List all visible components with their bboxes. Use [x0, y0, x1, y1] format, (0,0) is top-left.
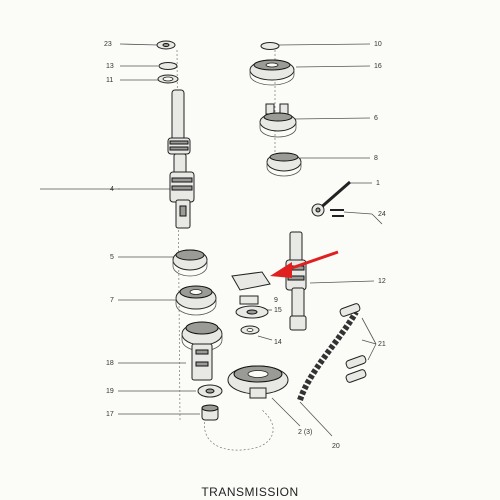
leader-24: [343, 211, 373, 215]
part-9-block: [239, 295, 259, 305]
part-8-gear: [266, 152, 302, 177]
part-4-main-shaft: [167, 89, 195, 229]
part-6-clutch-gear: [259, 103, 297, 138]
leader-23: [119, 43, 159, 46]
part-1-shift-fork: [311, 180, 351, 217]
part-15-hole: [246, 309, 258, 315]
label-11: 11: [106, 77, 113, 84]
part-24-pins: [330, 209, 383, 225]
label-8: 8: [374, 155, 378, 162]
part-7-gear: [175, 285, 217, 316]
label-1: 1: [376, 180, 380, 187]
leader-12: [309, 280, 375, 284]
part-13-washer: [158, 62, 178, 70]
label-19: 19: [106, 388, 114, 395]
leader-16: [295, 65, 371, 68]
part-20-chain: [297, 310, 359, 402]
part-9-plate: [231, 271, 271, 291]
leader-14: [257, 335, 273, 341]
label-18: 18: [106, 360, 114, 367]
label-20: 20: [332, 443, 340, 450]
label-14: 14: [274, 339, 282, 346]
label-10: 10: [374, 41, 382, 48]
part-21-chain-links: [339, 303, 377, 383]
part-17-top: [201, 404, 219, 412]
label-17: 17: [106, 411, 114, 418]
label-13: 13: [106, 63, 114, 70]
part-12-counter-shaft: [285, 231, 307, 331]
part-11-hole: [162, 76, 174, 82]
part-14-hole: [246, 328, 254, 332]
part-2-sprocket: [227, 365, 289, 399]
label-16: 16: [374, 63, 382, 70]
red-pointer-arrow: [270, 250, 339, 278]
part-16-gear: [249, 59, 295, 86]
diagram-title: TRANSMISSION: [201, 485, 298, 499]
label-7: 7: [110, 297, 114, 304]
part-18-gear-hub: [181, 321, 223, 381]
label-2: 2 (3): [298, 429, 312, 436]
part-5-gear: [172, 249, 208, 277]
label-21: 21: [378, 341, 386, 348]
label-5: 5: [110, 254, 114, 261]
label-9: 9: [274, 297, 278, 304]
label-23: 23: [104, 41, 112, 48]
part-19-hole: [205, 388, 215, 394]
label-6: 6: [374, 115, 378, 122]
label-15: 15: [274, 307, 282, 314]
leader-2: [271, 397, 301, 427]
label-4: 4: [110, 186, 114, 193]
leader-20: [299, 401, 333, 437]
leader-21: [361, 339, 377, 345]
label-12: 12: [378, 278, 386, 285]
leader-10: [277, 43, 371, 46]
part-23-hole: [162, 43, 170, 47]
leader-6: [293, 117, 371, 120]
label-24: 24: [378, 211, 386, 218]
part-10-washer: [260, 42, 280, 50]
